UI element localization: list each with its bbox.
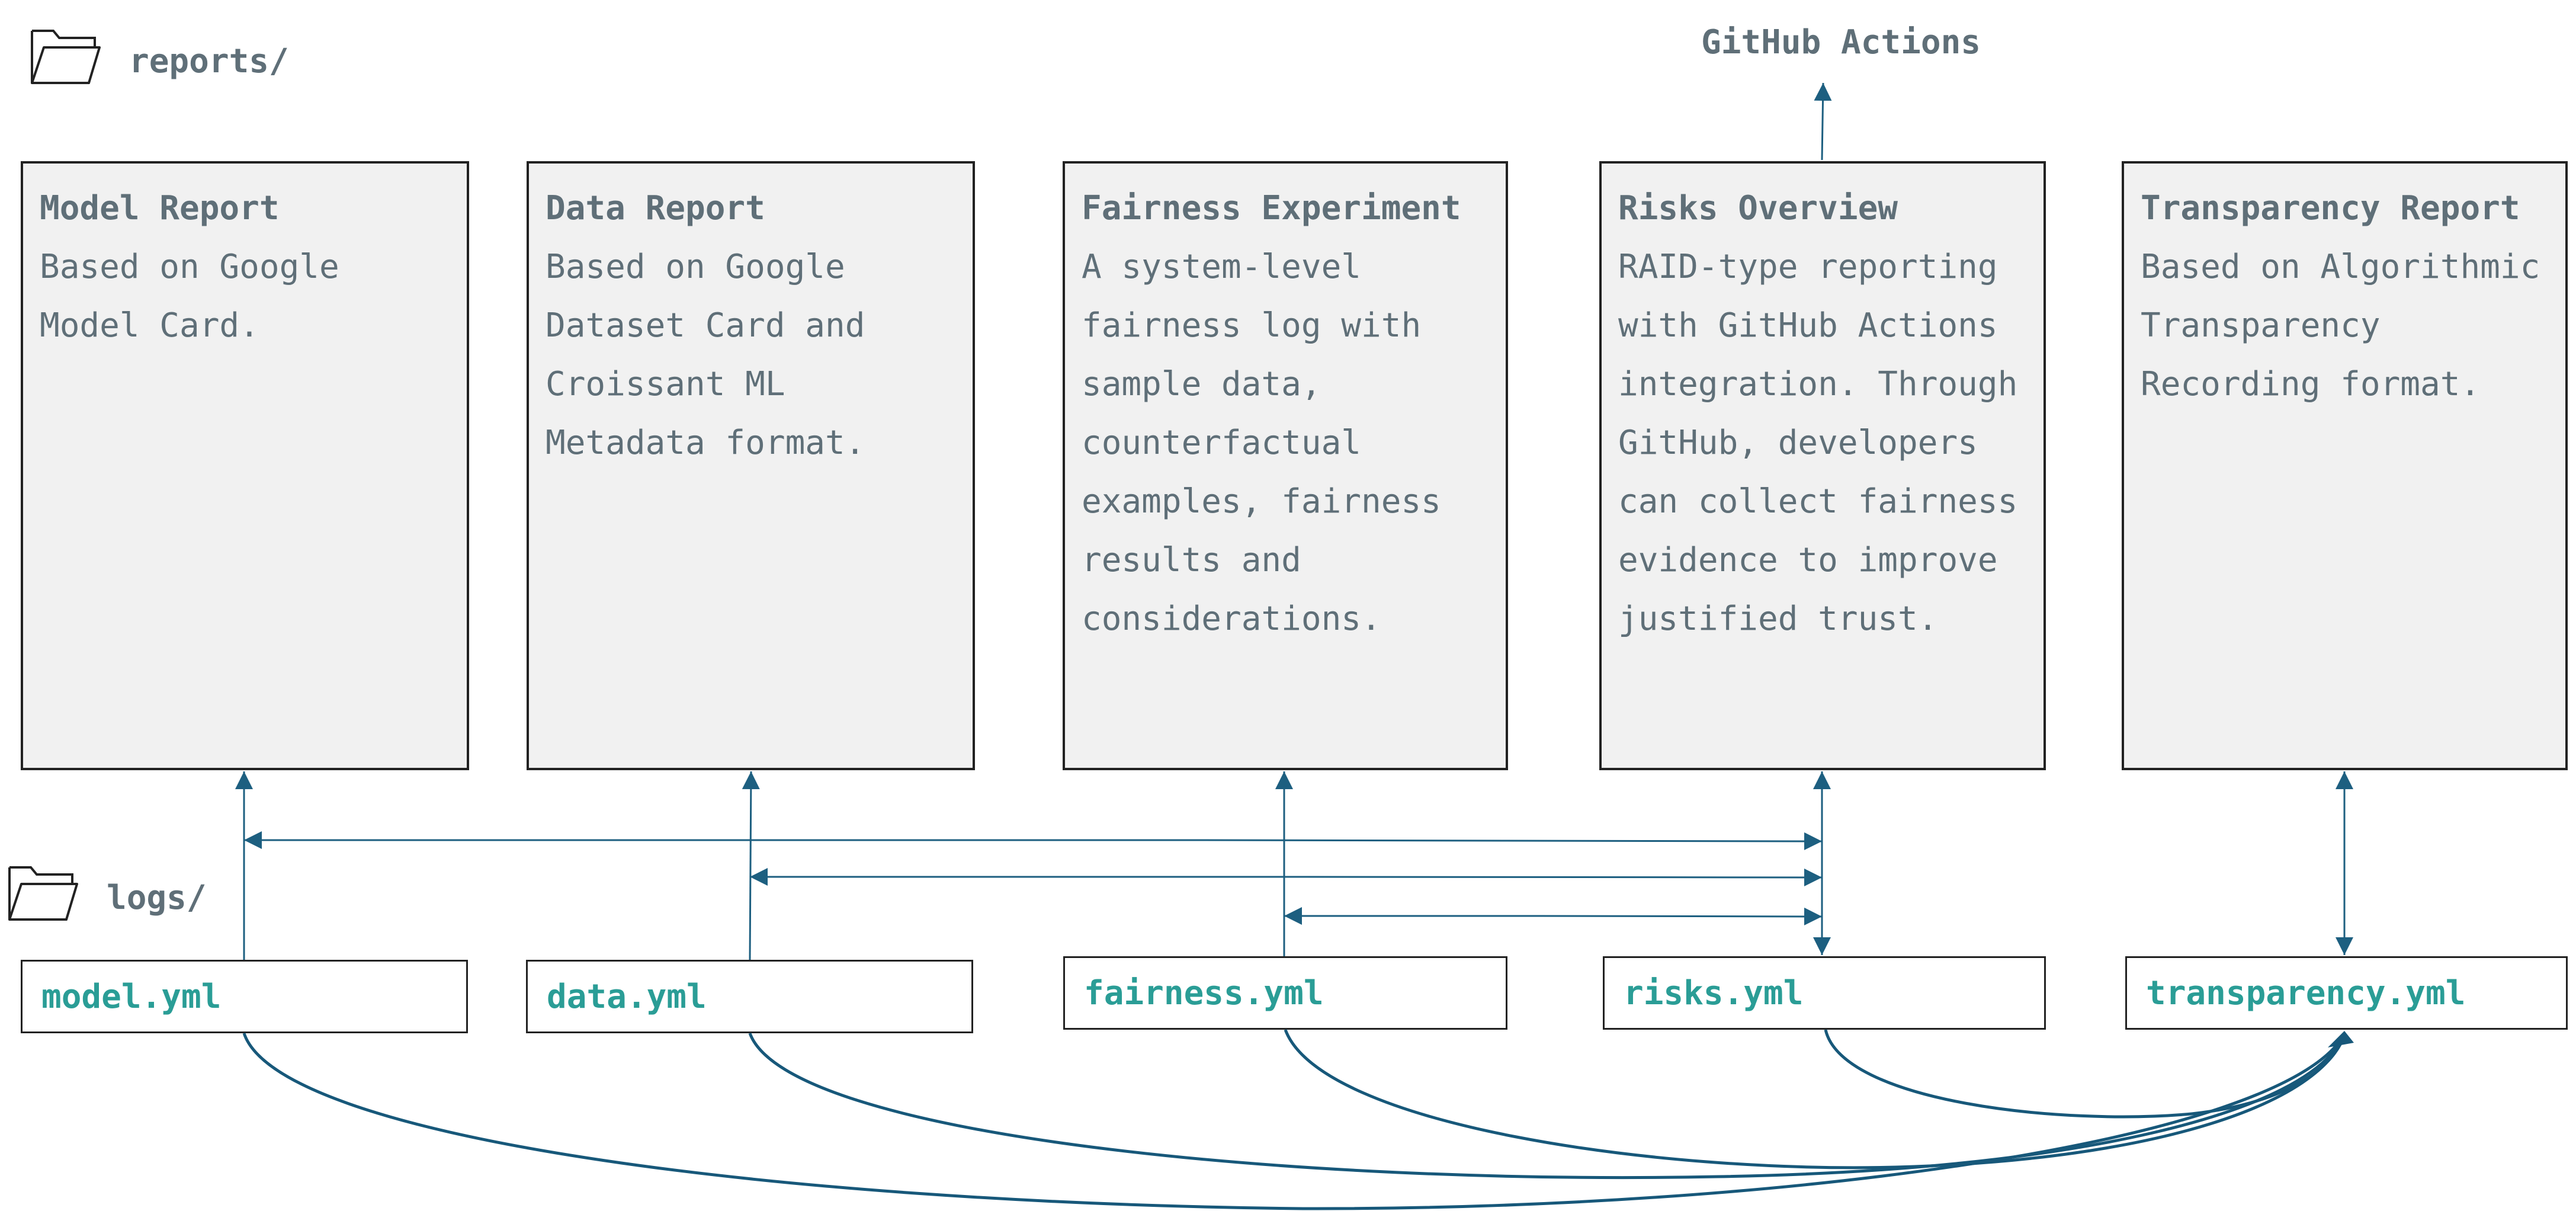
log-file-model: model.yml <box>21 960 468 1033</box>
logs-folder-label: logs/ <box>107 879 207 917</box>
report-card-model: Model Report Based on Google Model Card. <box>21 161 469 770</box>
arrow-model-risks-link <box>1184 832 1823 850</box>
report-card-transparency: Transparency Report Based on Algorithmic… <box>2122 161 2568 770</box>
arrow-data-log-to-report <box>742 771 760 960</box>
report-title: Data Report <box>546 189 765 228</box>
report-card-data: Data Report Based on Google Dataset Card… <box>527 161 975 770</box>
log-file-risks: risks.yml <box>1603 956 2046 1030</box>
report-title: Risks Overview <box>1618 189 1898 228</box>
log-file-data: data.yml <box>526 960 973 1033</box>
report-card-fairness: Fairness Experiment A system-level fairn… <box>1063 161 1508 770</box>
curve-risks-to-transparency <box>1824 1029 2346 1119</box>
report-title: Transparency Report <box>2141 189 2520 228</box>
arrowhead-transparency-curves <box>2328 1031 2354 1047</box>
curve-data-to-transparency <box>748 1033 2346 1180</box>
report-title: Model Report <box>40 189 280 228</box>
reports-folder-label: reports/ <box>129 42 289 81</box>
arrow-risks-to-github <box>1814 82 1832 161</box>
arrow-fairness-risks-link <box>1539 907 1823 925</box>
report-description: Based on Google Model Card. <box>40 248 339 345</box>
report-description: Based on Algorithmic Transparency Record… <box>2141 248 2540 403</box>
folder-icon <box>31 30 101 84</box>
log-file-fairness: fairness.yml <box>1063 956 1507 1030</box>
report-description: Based on Google Dataset Card and Croissa… <box>546 248 865 462</box>
report-description: A system-level fairness log with sample … <box>1082 248 1441 638</box>
log-file-transparency: transparency.yml <box>2125 956 2568 1030</box>
report-card-risks: Risks Overview RAID-type reporting with … <box>1599 161 2046 770</box>
curve-model-to-transparency <box>242 1033 2346 1210</box>
github-actions-label: GitHub Actions <box>1701 23 1981 62</box>
report-title: Fairness Experiment <box>1082 189 1461 228</box>
curve-fairness-to-transparency <box>1284 1029 2346 1170</box>
report-description: RAID-type reporting with GitHub Actions … <box>1618 248 2018 638</box>
folder-icon <box>8 866 78 921</box>
